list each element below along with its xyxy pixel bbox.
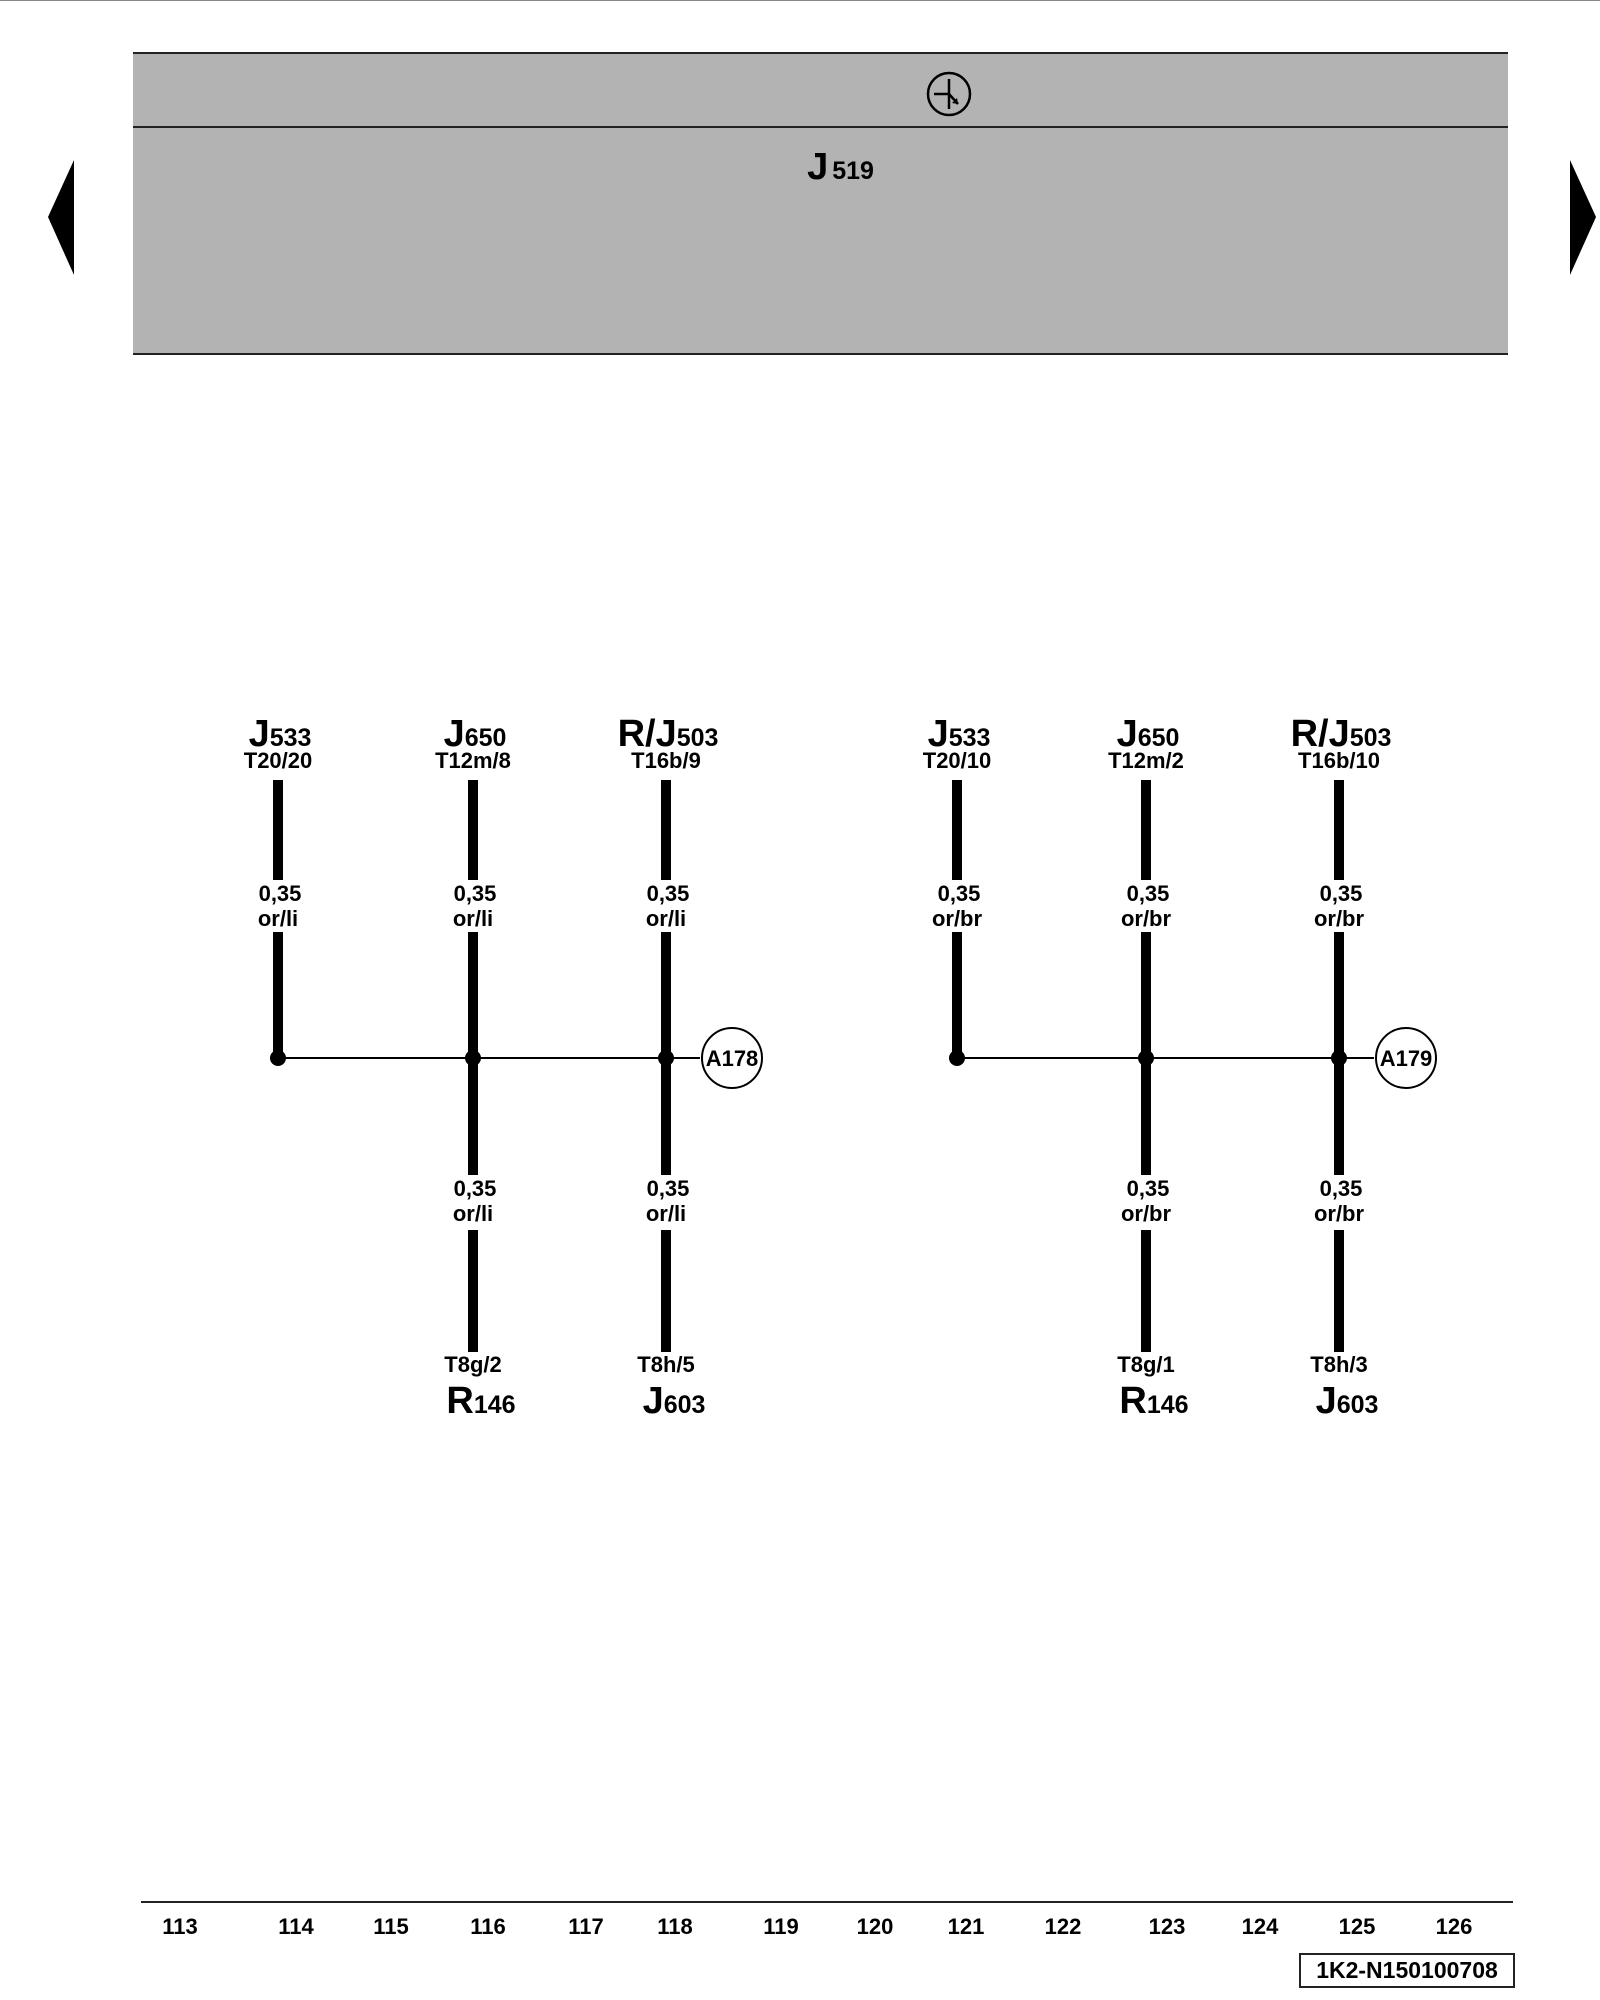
- wire-size-label: 0,35: [454, 881, 497, 906]
- wire-size-label: 0,35: [1127, 881, 1170, 906]
- component-label: J603: [1316, 1380, 1379, 1422]
- page-number[interactable]: 120: [856, 1914, 894, 1939]
- wire-color-label: or/li: [453, 906, 493, 931]
- pin-label: T12m/2: [1108, 748, 1184, 773]
- pin-label: T8h/5: [637, 1352, 694, 1377]
- header-divider: [133, 126, 1508, 128]
- connector-circle: [1375, 1027, 1437, 1089]
- pin-label: T8h/3: [1310, 1352, 1367, 1377]
- wire-size-label: 0,35: [1127, 1176, 1170, 1201]
- top-border: [0, 0, 1600, 1]
- page-number[interactable]: 122: [1044, 1914, 1082, 1939]
- page-number[interactable]: 115: [373, 1914, 409, 1939]
- pin-label: T20/10: [923, 748, 992, 773]
- junction-dot: [949, 1050, 965, 1066]
- wire-color-label: or/br: [1121, 906, 1172, 931]
- component-label: J650: [1117, 713, 1180, 755]
- page-number[interactable]: 126: [1435, 1914, 1473, 1939]
- wire-color-label: or/br: [932, 906, 983, 931]
- pin-label: T8g/1: [1117, 1352, 1174, 1377]
- pin-label: T8g/2: [444, 1352, 501, 1377]
- junction-dot: [270, 1050, 286, 1066]
- wire-size-label: 0,35: [1320, 1176, 1363, 1201]
- wire-color-label: or/li: [258, 906, 298, 931]
- page-number[interactable]: 114: [278, 1914, 314, 1939]
- pin-label: T20/20: [244, 748, 313, 773]
- title-sub: 519: [832, 157, 874, 185]
- wire-color-label: or/li: [453, 1201, 493, 1226]
- footer-rule: [141, 1901, 1513, 1903]
- page-number[interactable]: 116: [470, 1914, 506, 1939]
- component-label: J603: [643, 1380, 706, 1422]
- wire-size-label: 0,35: [938, 881, 981, 906]
- wire-size-label: 0,35: [647, 1176, 690, 1201]
- page-number[interactable]: 125: [1338, 1914, 1376, 1939]
- component-label: R/J503: [618, 713, 719, 755]
- triangle-left-icon: [48, 160, 74, 275]
- connector-label: A179: [1380, 1046, 1433, 1071]
- triangle-right-icon: [1570, 160, 1596, 275]
- pin-label: T16b/10: [1298, 748, 1380, 773]
- pin-label: T16b/9: [631, 748, 701, 773]
- next-page-button[interactable]: [1570, 160, 1596, 275]
- component-label: R146: [446, 1380, 515, 1422]
- page-number[interactable]: 121: [947, 1914, 985, 1939]
- wire-color-label: or/li: [646, 1201, 686, 1226]
- prev-page-button[interactable]: [48, 160, 74, 275]
- component-label: R/J503: [1291, 713, 1392, 755]
- document-code: 1K2-N150100708: [1299, 1953, 1515, 1988]
- pin-label: T12m/8: [435, 748, 511, 773]
- wire-size-label: 0,35: [647, 881, 690, 906]
- page-number[interactable]: 119: [763, 1914, 799, 1939]
- wire-size-label: 0,35: [259, 881, 302, 906]
- wire-color-label: or/br: [1121, 1201, 1172, 1226]
- component-label: J533: [928, 713, 991, 755]
- connector-label: A178: [706, 1046, 759, 1071]
- page-number[interactable]: 117: [568, 1914, 604, 1939]
- wire-color-label: or/br: [1314, 906, 1365, 931]
- wire-color-label: or/li: [646, 906, 686, 931]
- wire-size-label: 0,35: [1320, 881, 1363, 906]
- title-main: J: [807, 146, 829, 188]
- ground-symbol-icon: [926, 71, 972, 117]
- component-label: J533: [249, 713, 312, 755]
- page-number[interactable]: 123: [1148, 1914, 1186, 1939]
- page-number[interactable]: 113: [162, 1914, 198, 1939]
- page-number[interactable]: 124: [1241, 1914, 1279, 1939]
- wire-size-label: 0,35: [454, 1176, 497, 1201]
- page-number[interactable]: 118: [657, 1914, 693, 1939]
- component-label: R146: [1119, 1380, 1188, 1422]
- component-label: J650: [444, 713, 507, 755]
- wire-color-label: or/br: [1314, 1201, 1365, 1226]
- connector-circle: [701, 1027, 763, 1089]
